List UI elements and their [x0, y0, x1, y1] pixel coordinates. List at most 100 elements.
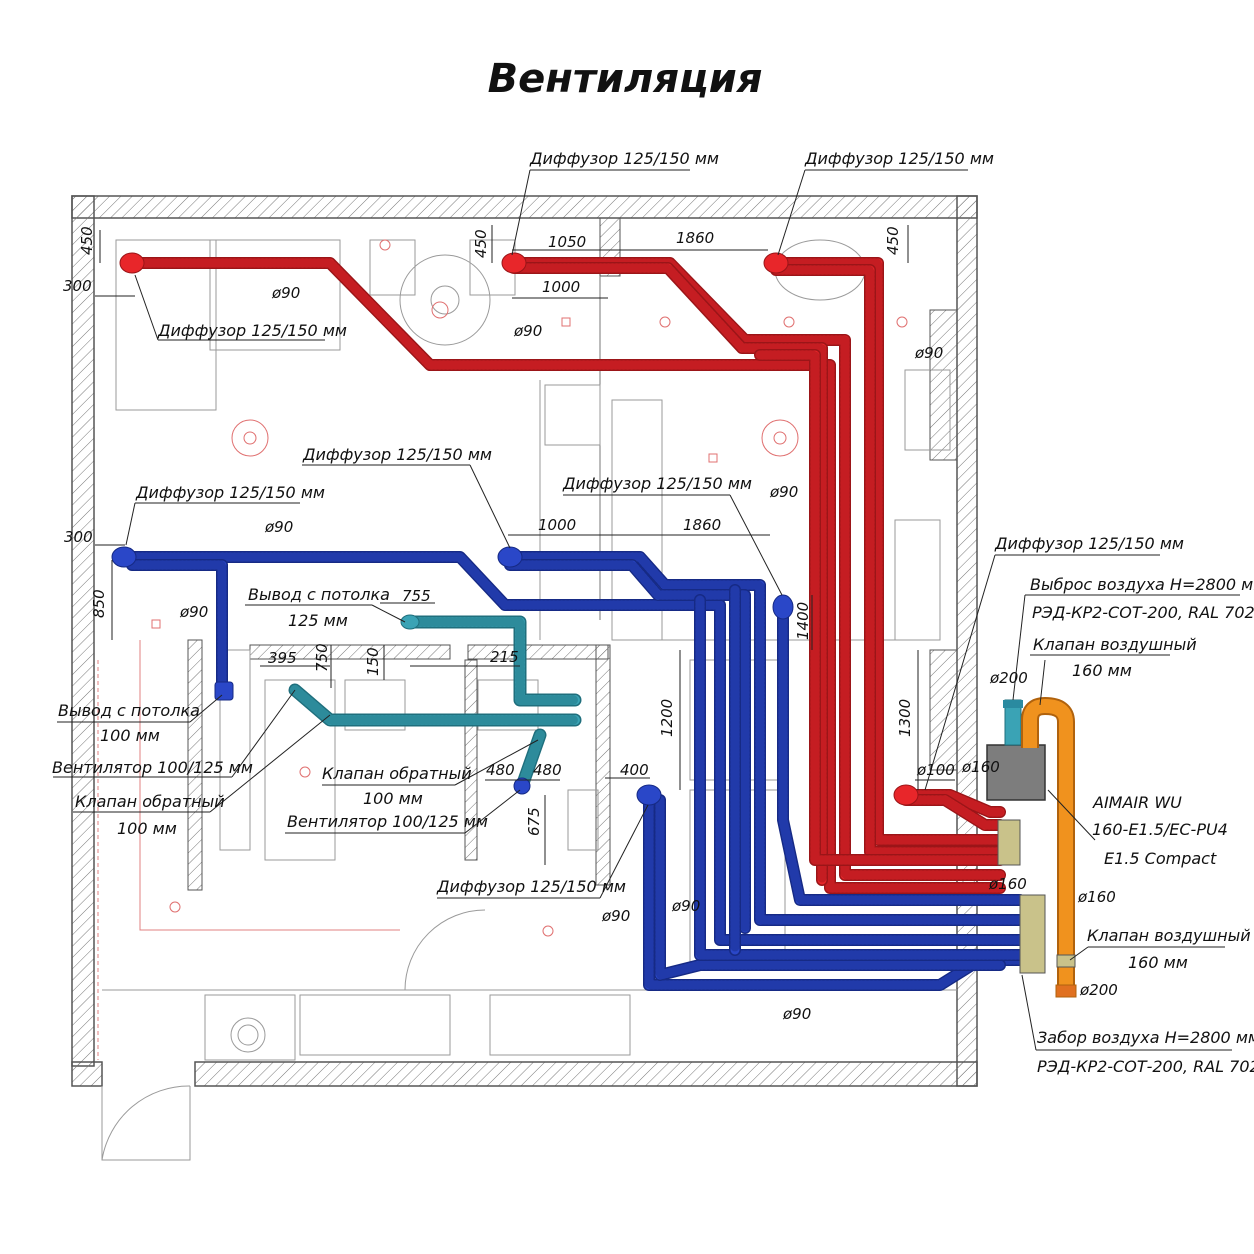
label-check-valve-left-b: 100 мм [117, 819, 177, 838]
svg-text:450: 450 [884, 226, 902, 255]
exhaust-duct-1-ribs [119, 552, 1025, 945]
svg-text:395: 395 [268, 649, 297, 667]
walls [71, 195, 978, 1087]
svg-text:1300: 1300 [896, 699, 914, 737]
svg-text:1200: 1200 [658, 699, 676, 737]
svg-text:300: 300 [64, 528, 93, 546]
svg-text:ø90: ø90 [914, 344, 943, 362]
diffuser-blue-4 [636, 784, 662, 806]
exhaust-duct-4-ribs [505, 560, 750, 933]
label-air-valve-bottom-b: 160 мм [1128, 953, 1188, 972]
ventilation-unit [986, 696, 1077, 998]
svg-text:450: 450 [78, 226, 96, 255]
label-diffuser-top-left: Диффузор 125/150 мм [529, 149, 719, 168]
supply-duct-6-ribs [755, 350, 1005, 865]
exhaust-duct-3 [505, 552, 1025, 925]
supply-duct-5 [771, 265, 1005, 857]
label-diffuser-right: Диффузор 125/150 мм [994, 534, 1184, 553]
supply-duct-4 [771, 258, 1005, 845]
label-diffuser-top-right: Диффузор 125/150 мм [804, 149, 994, 168]
label-diffuser-living: Диффузор 125/150 мм [157, 321, 347, 340]
svg-text:150: 150 [364, 647, 382, 676]
supply-duct-8 [901, 795, 1005, 830]
exhaust-duct-2-outline [126, 559, 228, 696]
svg-text:755: 755 [402, 587, 431, 605]
svg-text:1000: 1000 [542, 278, 580, 296]
svg-text:675: 675 [525, 807, 543, 836]
svg-text:1860: 1860 [676, 229, 714, 247]
exhaust-duct-2-ribs [127, 560, 227, 695]
supply-duct-3 [509, 263, 827, 885]
svg-text:400: 400 [620, 761, 649, 779]
svg-text:750: 750 [313, 643, 331, 672]
label-fan-left: Вентилятор 100/125 мм [52, 758, 253, 777]
label-outlet-100-a: Вывод с потолка [58, 701, 200, 720]
svg-text:ø160: ø160 [1077, 888, 1116, 906]
annotations: Диффузор 125/150 мм Диффузор 125/150 мм … [52, 149, 1254, 1076]
label-check-valve-mid-b: 100 мм [363, 789, 423, 808]
exhaust-duct-2 [127, 560, 227, 695]
ceiling-outlet-100 [214, 681, 234, 701]
svg-text:1000: 1000 [538, 516, 576, 534]
bathroom-duct-1-ribs [405, 617, 580, 705]
dimension-lines [95, 225, 955, 865]
label-unit-2: 160-E1.5/EC-PU4 [1092, 820, 1228, 839]
label-exhaust-outlet-1: Выброс воздуха H=2800 мм [1030, 575, 1254, 594]
diffuser-blue-2 [497, 546, 523, 568]
svg-text:215: 215 [490, 648, 519, 666]
label-outlet-125-a: Вывод с потолка [248, 585, 390, 604]
svg-text:480: 480 [533, 761, 562, 779]
exhaust-duct-5-ribs [778, 602, 1025, 905]
svg-text:1400: 1400 [794, 602, 812, 640]
diffuser-blue-3 [772, 594, 794, 620]
diffuser-blue-1 [111, 546, 137, 568]
diffuser-red-3 [763, 252, 789, 274]
svg-text:ø90: ø90 [782, 1005, 811, 1023]
bathroom-duct-2 [290, 685, 580, 725]
diffuser-red-2 [501, 252, 527, 274]
leader-lines [53, 169, 1240, 1051]
exhaust-duct-4 [505, 560, 750, 933]
diffuser-red-1 [119, 252, 145, 274]
svg-text:ø90: ø90 [513, 322, 542, 340]
svg-text:ø90: ø90 [601, 907, 630, 925]
label-air-valve-bottom-a: Клапан воздушный [1087, 926, 1251, 945]
svg-text:ø200: ø200 [989, 669, 1028, 687]
exhaust-duct-5 [778, 602, 1025, 905]
fan-diffuser [513, 777, 531, 795]
label-unit-1: AIMAIR WU [1092, 793, 1182, 812]
svg-text:1050: 1050 [548, 233, 586, 251]
svg-text:ø200: ø200 [1079, 981, 1118, 999]
diffusers [111, 252, 919, 806]
label-unit-3: E1.5 Compact [1104, 849, 1217, 868]
supply-duct-5-ribs [771, 265, 1005, 857]
exhaust-duct-4-outline [504, 559, 751, 934]
label-diffuser-mid: Диффузор 125/150 мм [302, 445, 492, 464]
svg-text:850: 850 [90, 589, 108, 618]
label-air-valve-top-a: Клапан воздушный [1033, 635, 1197, 654]
supply-duct-1-ribs [127, 258, 1005, 893]
svg-text:300: 300 [63, 277, 92, 295]
supply-duct-4-ribs [771, 258, 1005, 845]
bathroom-duct-3-ribs [517, 730, 545, 791]
svg-text:ø90: ø90 [671, 897, 700, 915]
label-check-valve-mid-a: Клапан обратный [322, 764, 472, 783]
ceiling-outlet-125 [400, 614, 420, 630]
supply-duct-3-ribs [509, 263, 827, 885]
supply-duct-6 [755, 350, 1005, 865]
label-outlet-100-b: 100 мм [100, 726, 160, 745]
label-diffuser-bottom: Диффузор 125/150 мм [436, 877, 626, 896]
exhaust-ducts [118, 551, 1026, 991]
svg-text:ø160: ø160 [988, 875, 1027, 893]
label-exhaust-outlet-2: РЭД-КР2-СОТ-200, RAL 7021 [1032, 603, 1254, 622]
label-air-intake-2: РЭД-КР2-СОТ-200, RAL 7021 [1037, 1057, 1254, 1076]
svg-text:ø160: ø160 [961, 758, 1000, 776]
exhaust-duct-8-ribs [695, 595, 1025, 960]
label-diffuser-center: Диффузор 125/150 мм [562, 474, 752, 493]
label-outlet-125-b: 125 мм [288, 611, 348, 630]
supply-duct-8-ribs [901, 795, 1005, 830]
exhaust-duct-3-ribs [505, 552, 1025, 925]
supply-duct-1 [127, 258, 1005, 893]
